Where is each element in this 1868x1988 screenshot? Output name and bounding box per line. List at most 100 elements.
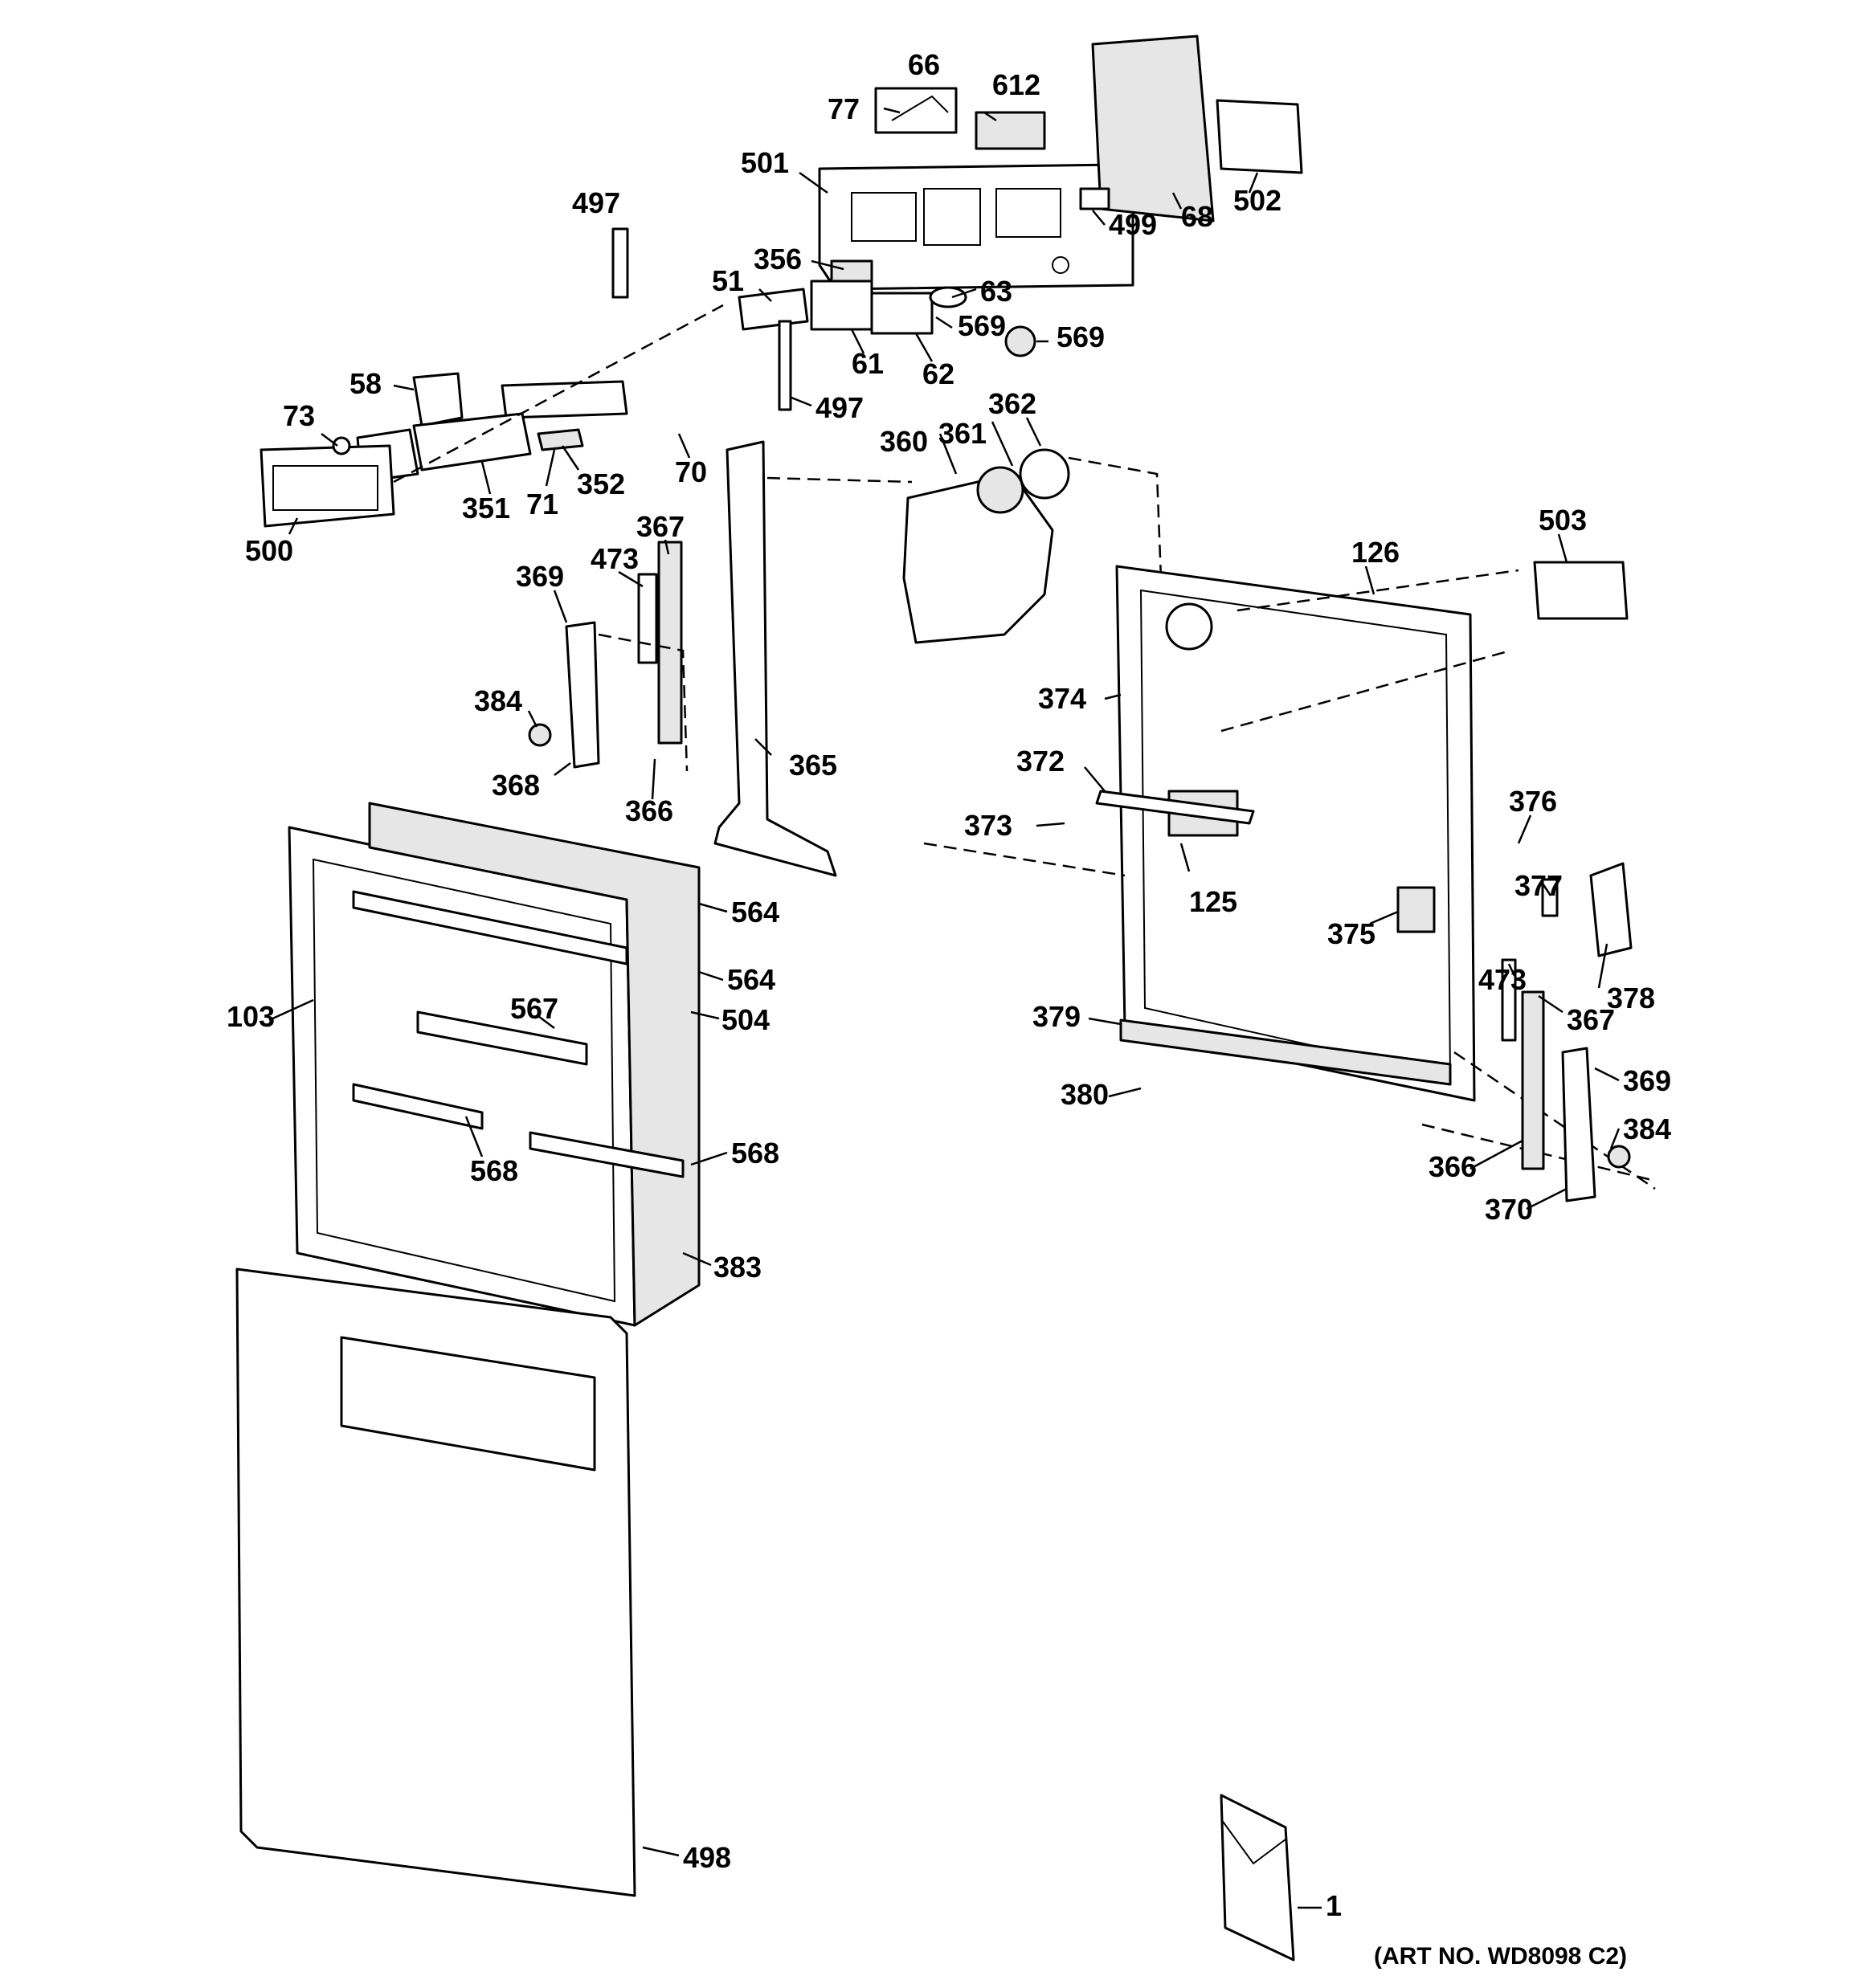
leader-line — [1526, 1187, 1568, 1210]
leader-line — [914, 333, 934, 362]
leader-line — [464, 1116, 484, 1157]
leader-line — [1248, 172, 1259, 194]
label-612 — [975, 111, 1046, 150]
callout-500: 500 — [245, 534, 293, 567]
leader-line — [791, 396, 812, 407]
leader-line — [799, 171, 828, 194]
leader-line — [938, 433, 958, 475]
cap-384-left — [528, 723, 552, 747]
leader-line — [1104, 693, 1122, 700]
leader-line — [1541, 883, 1552, 896]
callout-360: 360 — [880, 425, 928, 458]
callout-375: 375 — [1327, 917, 1375, 950]
leader-line — [1179, 843, 1191, 872]
leader-line — [1364, 565, 1375, 595]
plug-569 — [1004, 325, 1036, 357]
spring-73 — [332, 436, 351, 455]
seal-473-right — [1501, 958, 1517, 1042]
callout-569-a: 569 — [958, 309, 1006, 342]
strip-497-lower — [778, 320, 792, 411]
leader-line — [1108, 1087, 1142, 1098]
callout-564-a: 564 — [731, 896, 779, 929]
callout-367-left: 367 — [636, 510, 685, 543]
leader-line — [538, 1015, 555, 1029]
leader-line — [664, 539, 670, 555]
seal-473-left — [637, 573, 658, 664]
leader-line — [991, 421, 1014, 467]
leader-line — [545, 449, 556, 487]
panel-500 — [260, 444, 395, 528]
callout-68: 68 — [1181, 200, 1213, 233]
callout-497-top: 497 — [572, 186, 620, 219]
callout-362: 362 — [988, 387, 1036, 420]
callout-473-right: 473 — [1478, 963, 1527, 996]
callout-568-right: 568 — [731, 1137, 779, 1170]
callout-66: 66 — [908, 48, 940, 81]
spring-367-left — [657, 541, 683, 745]
literature-1 — [1220, 1794, 1295, 1961]
spring-367-right — [1521, 990, 1545, 1170]
callout-502: 502 — [1233, 184, 1281, 217]
bar-568-right — [529, 1131, 685, 1178]
part-61 — [810, 280, 873, 331]
callout-377: 377 — [1514, 869, 1563, 902]
control-panel-stack — [260, 372, 628, 528]
leader-line — [288, 517, 299, 535]
cap-384-right — [1607, 1145, 1631, 1169]
leader-line — [1557, 533, 1568, 563]
duct-365 — [713, 440, 837, 877]
ring-362 — [1019, 448, 1070, 500]
callout-58: 58 — [349, 367, 382, 400]
leader-line — [883, 107, 901, 114]
art-number: (ART NO. WD8098 C2) — [1374, 1943, 1627, 1970]
callout-71: 71 — [526, 488, 558, 520]
door-panel-498 — [235, 1268, 636, 1897]
callout-612: 612 — [992, 68, 1040, 101]
leader-line — [651, 758, 656, 800]
bar-567 — [416, 1010, 588, 1066]
callout-369-right: 369 — [1623, 1064, 1671, 1097]
arm-370 — [1561, 1047, 1596, 1202]
board-351 — [412, 412, 532, 471]
leader-line — [850, 329, 865, 354]
leader-line — [618, 570, 644, 588]
control-housing-501 — [818, 163, 1134, 291]
seal-361 — [976, 466, 1024, 514]
leader-line — [754, 738, 772, 756]
callout-366-right: 366 — [1429, 1150, 1477, 1183]
callout-569-b: 569 — [1057, 320, 1105, 353]
bracket-51 — [738, 288, 809, 331]
leader-lines — [268, 107, 1621, 1909]
leader-line — [983, 111, 997, 122]
callout-365: 365 — [789, 749, 837, 782]
callout-352: 352 — [577, 467, 625, 500]
insulation-564 — [368, 802, 701, 1327]
leader-line — [811, 259, 844, 271]
callout-503: 503 — [1539, 504, 1587, 537]
leader-line — [1507, 963, 1516, 977]
hinge-left — [528, 541, 683, 769]
leader-line — [1088, 1017, 1122, 1026]
callout-568-left: 568 — [470, 1154, 518, 1187]
callout-61: 61 — [852, 347, 884, 380]
callout-351: 351 — [462, 492, 510, 525]
callout-367-right: 367 — [1567, 1003, 1615, 1036]
callout-567: 567 — [510, 992, 558, 1025]
latch-503 — [1533, 561, 1629, 620]
callout-384-right: 384 — [1623, 1112, 1671, 1145]
callout-504: 504 — [721, 1003, 770, 1036]
callout-499: 499 — [1109, 208, 1157, 241]
leader-line — [554, 762, 571, 776]
callout-372: 372 — [1016, 745, 1065, 778]
bar-568-left — [352, 1083, 484, 1130]
board-502 — [1216, 99, 1303, 174]
leader-line — [682, 1251, 712, 1267]
leader-line — [553, 590, 568, 623]
callout-63: 63 — [980, 275, 1012, 308]
leader-line — [527, 710, 538, 728]
leader-line — [642, 1846, 680, 1857]
leader-line — [698, 902, 728, 913]
board-352-upper — [501, 380, 628, 419]
cover-378 — [1589, 862, 1633, 957]
callout-356: 356 — [754, 243, 802, 276]
